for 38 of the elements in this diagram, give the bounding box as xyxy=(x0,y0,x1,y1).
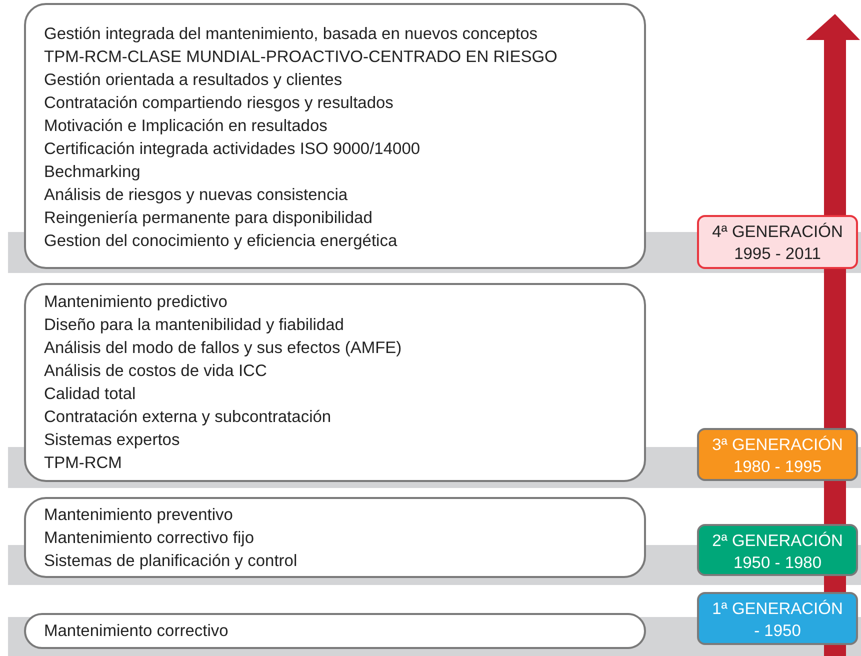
generation-label: 4ª GENERACIÓN xyxy=(712,222,843,243)
year-range: - 1950 xyxy=(754,621,801,642)
list-item: Sistemas expertos xyxy=(44,430,180,451)
list-item: Calidad total xyxy=(44,384,136,405)
generation-label: 1ª GENERACIÓN xyxy=(712,598,843,620)
list-item: Diseño para la mantenibilidad y fiabilidad xyxy=(44,315,344,336)
year-range: 1995 - 2011 xyxy=(734,244,821,265)
list-item: Mantenimiento correctivo xyxy=(44,621,228,642)
list-item: Reingeniería permanente para disponibilidad xyxy=(44,208,372,229)
generation-badge xyxy=(697,428,858,481)
generation-label: 2ª GENERACIÓN xyxy=(712,530,843,552)
list-item: TPM-RCM-CLASE MUNDIAL-PROACTIVO-CENTRADO EN RIESGO xyxy=(44,47,558,68)
list-item: Mantenimiento correctivo fijo xyxy=(44,528,254,549)
list-item: Contratación externa y subcontratación xyxy=(44,407,332,428)
list-item: Mantenimiento predictivo xyxy=(44,292,228,313)
generation-badge xyxy=(697,215,858,269)
rounded-list-box xyxy=(24,283,646,482)
list-item: Gestión integrada del mantenimiento, basada en nuevos conceptos xyxy=(44,24,538,45)
rounded-list-box xyxy=(24,3,646,269)
generation-badge xyxy=(697,592,858,645)
list-item: Gestion del conocimiento y eficiencia energética xyxy=(44,231,398,252)
year-range: 1980 - 1995 xyxy=(733,457,822,478)
generation-label: 3ª GENERACIÓN xyxy=(712,434,843,456)
list-item: TPM-RCM xyxy=(44,453,122,474)
list-item: Bechmarking xyxy=(44,162,140,183)
list-item: Análisis de costos de vida ICC xyxy=(44,361,267,382)
rounded-list-box xyxy=(24,497,646,578)
year-range: 1950 - 1980 xyxy=(733,553,822,574)
list-item: Mantenimiento preventivo xyxy=(44,505,233,526)
list-item: Análisis de riesgos y nuevas consistencia xyxy=(44,185,348,206)
rounded-list-box xyxy=(24,613,646,649)
list-item: Contratación compartiendo riesgos y resultados xyxy=(44,93,394,114)
list-item: Análisis del modo de fallos y sus efectos (AMFE) xyxy=(44,338,402,359)
list-item: Gestión orientada a resultados y clientes xyxy=(44,70,342,91)
list-item: Motivación e Implicación en resultados xyxy=(44,116,328,137)
list-item: Sistemas de planificación y control xyxy=(44,551,298,572)
generation-badge xyxy=(697,524,858,576)
list-item: Certificación integrada actividades ISO 9000/14000 xyxy=(44,139,420,160)
